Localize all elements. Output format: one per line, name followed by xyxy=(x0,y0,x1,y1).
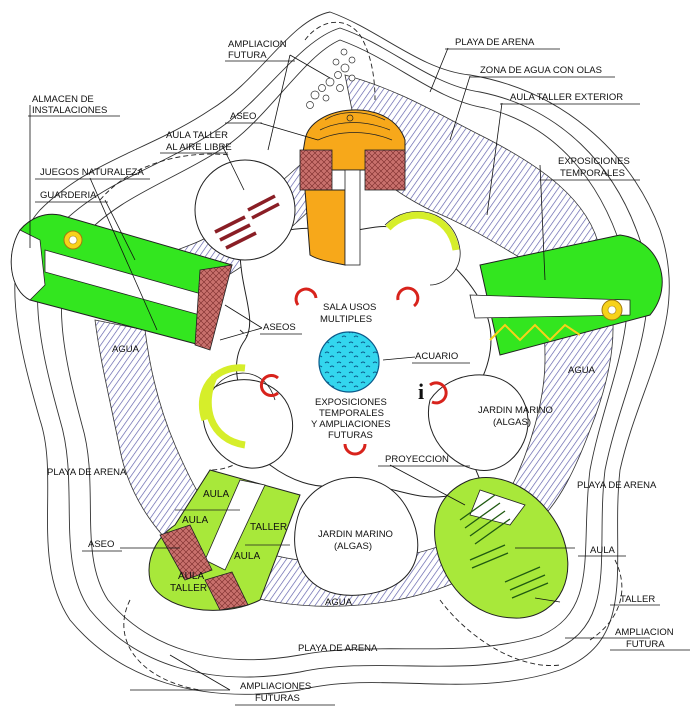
label-playa-arena-right: PLAYA DE ARENA xyxy=(577,480,657,491)
label-exposiciones-right-2: TEMPORALES xyxy=(560,168,625,179)
top-orange-block xyxy=(299,48,406,266)
label-sala-usos-2: MULTIPLES xyxy=(320,314,372,325)
label-jardin-bottom-1: JARDIN MARINO xyxy=(318,529,393,540)
label-aseo-top: ASEO xyxy=(230,111,256,122)
label-agua-left: AGUA xyxy=(112,344,140,355)
label-aula-taller-bottom-2: TALLER xyxy=(170,583,207,594)
label-jardin-right-1: JARDIN MARINO xyxy=(478,405,553,416)
future-extension-outlines xyxy=(99,21,623,691)
label-acuario: ACUARIO xyxy=(415,351,458,362)
label-aula-1: AULA xyxy=(203,489,229,500)
label-ampliacion-futura-top-2: FUTURA xyxy=(228,50,267,61)
label-aula-taller-aire-2: AL AIRE LIBRE xyxy=(166,142,232,153)
rocks xyxy=(306,48,356,109)
label-ampliacion-futura-top-1: AMPLIACION xyxy=(228,39,287,50)
label-expo-center-2: TEMPORALES xyxy=(319,408,384,419)
label-playa-arena-left: PLAYA DE ARENA xyxy=(47,467,127,478)
label-aula-2: AULA xyxy=(182,515,208,526)
label-taller-right: TALLER xyxy=(620,594,655,605)
label-aula-right: AULA xyxy=(590,545,615,556)
label-almacen-1: ALMACEN DE xyxy=(32,94,94,105)
label-aseo-bottom: ASEO xyxy=(88,539,114,550)
red-arc-markers xyxy=(259,286,448,456)
label-sala-usos-1: SALA USOS xyxy=(323,302,376,313)
label-jardin-right-2: (ALGAS) xyxy=(493,417,531,428)
left-green-wing xyxy=(10,213,233,351)
leader-lines xyxy=(29,47,650,691)
label-guarderia: GUARDERIA xyxy=(40,190,97,201)
label-playa-arena-bottom: PLAYA DE ARENA xyxy=(298,643,378,654)
label-jardin-bottom-2: (ALGAS) xyxy=(334,541,372,552)
beach-contours xyxy=(14,11,670,695)
label-proyeccion: PROYECCION xyxy=(385,454,449,465)
label-zona-agua-olas: ZONA DE AGUA CON OLAS xyxy=(480,65,602,76)
bottom-left-lime-wing xyxy=(148,469,301,611)
label-aula-taller-bottom-1: AULA xyxy=(178,571,204,582)
label-almacen-2: INSTALACIONES xyxy=(32,105,107,116)
label-ampliaciones-futuras-1: AMPLIACIONES xyxy=(240,681,311,692)
outdoor-workshop-marks xyxy=(214,194,280,250)
label-juegos-naturaleza: JUEGOS NATURALEZA xyxy=(40,167,144,178)
label-expo-center-3: Y AMPLIACIONES xyxy=(311,419,391,430)
label-taller: TALLER xyxy=(250,522,287,533)
label-aula-3: AULA xyxy=(234,551,260,562)
label-expo-center-4: FUTURAS xyxy=(328,430,373,441)
label-exposiciones-right-1: EXPOSICIONES xyxy=(558,156,630,167)
label-ampliaciones-futuras-2: FUTURAS xyxy=(255,693,300,704)
aquarium xyxy=(318,331,380,393)
label-ampliacion-futura-right-2: FUTURA xyxy=(626,639,665,650)
label-aula-taller-aire-1: AULA TALLER xyxy=(166,130,228,141)
bottom-right-lime-wing xyxy=(434,476,569,619)
label-expo-center-1: EXPOSICIONES xyxy=(315,397,387,408)
label-agua-bottom: AGUA xyxy=(325,597,353,608)
label-playa-arena-top: PLAYA DE ARENA xyxy=(455,37,535,48)
labels: AMPLIACION FUTURA PLAYA DE ARENA ZONA DE… xyxy=(28,37,690,706)
label-aseos: ASEOS xyxy=(263,322,296,333)
label-agua-right: AGUA xyxy=(568,365,596,376)
info-icon: i xyxy=(418,379,424,404)
label-ampliacion-futura-right-1: AMPLIACION xyxy=(615,627,674,638)
label-aula-taller-exterior: AULA TALLER EXTERIOR xyxy=(510,92,623,103)
yellow-rings xyxy=(198,211,461,449)
right-green-wing xyxy=(469,234,663,356)
